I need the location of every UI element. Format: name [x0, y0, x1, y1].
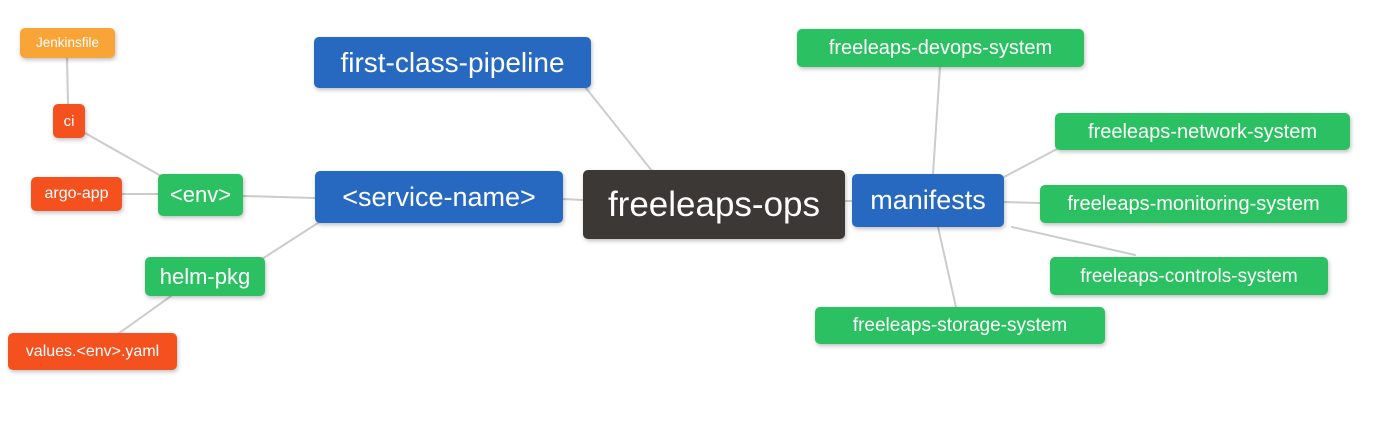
node-network-system[interactable]: freeleaps-network-system: [1055, 113, 1350, 150]
node-storage-system[interactable]: freeleaps-storage-system: [815, 307, 1105, 344]
node-devops-system[interactable]: freeleaps-devops-system: [797, 29, 1084, 67]
node-values-env-yaml[interactable]: values.<env>.yaml: [8, 333, 177, 370]
edge-servicename-root: [562, 198, 584, 201]
edge-manifests-network: [1003, 148, 1058, 178]
node-helm-pkg[interactable]: helm-pkg: [145, 257, 265, 296]
node-monitoring-system[interactable]: freeleaps-monitoring-system: [1040, 185, 1347, 223]
edge-values-helmpkg: [117, 295, 172, 335]
node-manifests[interactable]: manifests: [852, 174, 1004, 227]
edge-jenkinsfile-ci: [66, 57, 69, 105]
edge-manifests-storage: [937, 226, 957, 308]
edge-ci-env: [84, 132, 162, 177]
node-first-class-pipeline[interactable]: first-class-pipeline: [314, 37, 591, 88]
edge-manifests-controls: [1011, 226, 1136, 256]
edge-fcp-root: [585, 87, 653, 172]
node-service-name[interactable]: <service-name>: [315, 171, 563, 223]
edge-manifests-monitoring: [1003, 201, 1041, 204]
edge-manifests-devops: [932, 66, 941, 175]
node-ci[interactable]: ci: [53, 104, 85, 138]
node-controls-system[interactable]: freeleaps-controls-system: [1050, 257, 1328, 295]
node-env[interactable]: <env>: [158, 174, 243, 216]
edge-helmpkg-servicename: [261, 220, 322, 260]
node-argo-app[interactable]: argo-app: [31, 177, 122, 211]
node-jenkinsfile[interactable]: Jenkinsfile: [20, 28, 115, 58]
node-freeleaps-ops-root[interactable]: freeleaps-ops: [583, 170, 845, 239]
edge-env-servicename: [242, 195, 316, 199]
